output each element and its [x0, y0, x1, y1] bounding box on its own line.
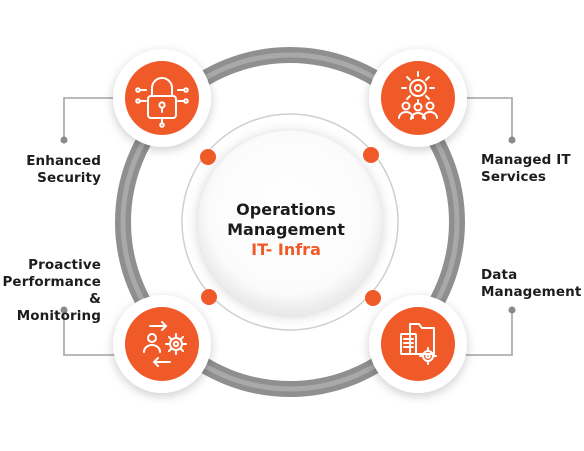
center-subtitle: IT- Infra — [251, 240, 321, 259]
center-title-line2: Management — [227, 220, 345, 239]
team-gear-icon — [398, 71, 438, 120]
node-proactive-monitoring — [113, 295, 211, 393]
connector-top-right — [462, 97, 513, 138]
label-managed-it-services: Managed IT Services — [481, 152, 571, 185]
accent-dot-br — [365, 290, 381, 306]
central-hub-edge — [197, 129, 383, 315]
connector-bottom-right — [462, 312, 513, 356]
connector-lines — [63, 97, 513, 356]
node-enhanced-security — [113, 49, 211, 147]
connector-dot-tl — [60, 136, 68, 144]
connector-dot-tr — [508, 136, 516, 144]
connector-dot-bl — [60, 306, 68, 314]
inner-ring — [181, 113, 399, 331]
user-gear-arrows-icon — [143, 321, 187, 367]
label-proactive-monitoring: Proactive Performance & Monitoring — [2, 257, 101, 324]
label-enhanced-security: Enhanced Security — [26, 153, 101, 186]
connector-dot-br — [508, 306, 516, 314]
connector-top-left — [63, 97, 120, 138]
label-data-management: Data Management — [481, 267, 582, 300]
node-data-management — [369, 295, 467, 393]
folder-documents-gear-icon — [400, 323, 437, 365]
connector-bottom-left — [63, 312, 120, 356]
central-hub — [198, 130, 382, 314]
accent-dot-tr — [363, 147, 379, 163]
outer-ring-highlight — [120, 52, 460, 392]
accent-dot-tl — [200, 149, 216, 165]
padlock-circuit-icon — [135, 77, 189, 128]
center-title-line1: Operations — [236, 200, 336, 219]
node-managed-it-services — [369, 49, 467, 147]
accent-dot-bl — [201, 289, 217, 305]
